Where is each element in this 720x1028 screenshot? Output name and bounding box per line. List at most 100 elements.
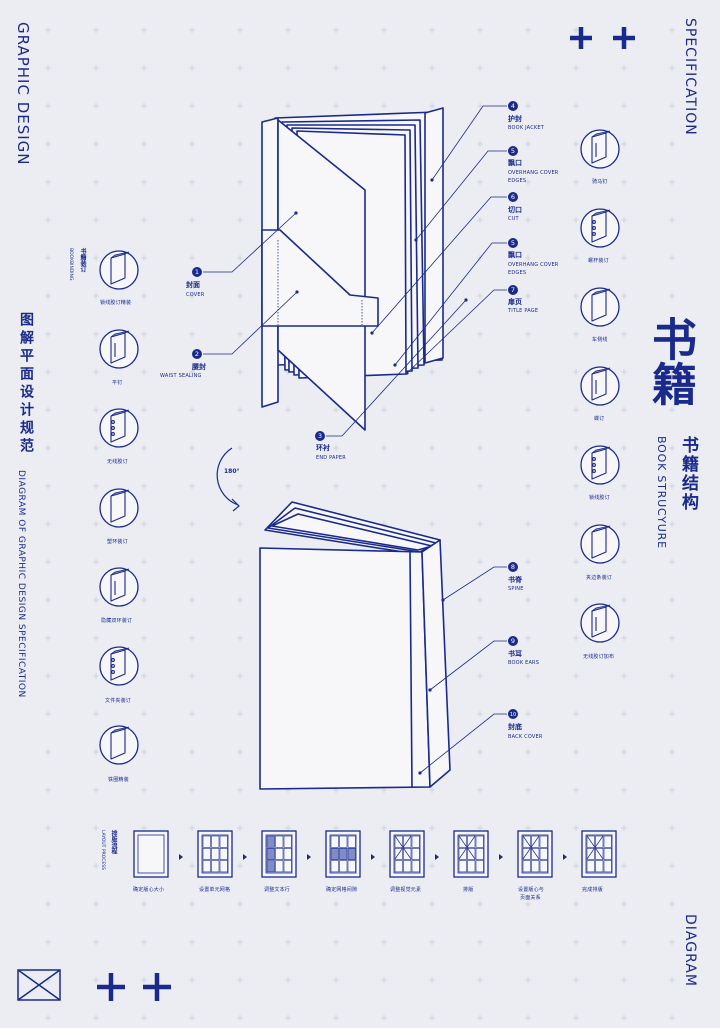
grid-cross [285, 483, 291, 489]
grid-cross [93, 27, 99, 33]
grid-cross [477, 1015, 483, 1021]
grid-cross [525, 179, 531, 185]
grid-cross [477, 483, 483, 489]
part-9-en: BOOK EARS [508, 660, 540, 666]
grid-cross [93, 483, 99, 489]
grid-cross [237, 141, 243, 147]
grid-cross [525, 141, 531, 147]
grid-cross [381, 483, 387, 489]
part-8-cn: 书脊 [508, 576, 522, 584]
grid-cross [285, 1015, 291, 1021]
grid-cross [573, 673, 579, 679]
grid-cross [669, 825, 675, 831]
grid-cross [429, 103, 435, 109]
grid-cross [45, 407, 51, 413]
grid-cross [525, 331, 531, 337]
right-sidebar-bottom: DIAGRAM [682, 914, 698, 987]
grid-cross [621, 407, 627, 413]
leader-end-dot [370, 331, 374, 335]
process-arrow-icon [435, 854, 439, 860]
binding-right-label-6: 夹边条装订 [586, 575, 613, 581]
grid-cross [669, 445, 675, 451]
grid-cross [93, 141, 99, 147]
grid-cross [93, 635, 99, 641]
binding-left-label-1: 锁线胶订精装 [100, 300, 132, 306]
grid-cross [573, 255, 579, 261]
grid-cross [573, 597, 579, 603]
process-arrow-icon [179, 854, 183, 860]
grid-cross [621, 1015, 627, 1021]
grid-cross [237, 749, 243, 755]
grid-cross [93, 331, 99, 337]
binding-method-icon [580, 129, 620, 169]
grid-cross [45, 901, 51, 907]
grid-cross [477, 673, 483, 679]
grid-cross [93, 711, 99, 717]
grid-cross [333, 977, 339, 983]
grid-cross [429, 407, 435, 413]
leader-lines [203, 105, 507, 775]
grid-cross [237, 179, 243, 185]
grid-cross [141, 255, 147, 261]
grid-cross [189, 103, 195, 109]
grid-cross [621, 673, 627, 679]
binding-left-label-3: 无线胶订 [107, 459, 128, 465]
grid-cross [573, 103, 579, 109]
grid-cross [45, 559, 51, 565]
grid-cross [285, 65, 291, 71]
grid-cross [621, 977, 627, 983]
grid-cross [237, 255, 243, 261]
grid-cross [93, 977, 99, 983]
binding-method-icon [580, 524, 620, 564]
grid-cross [477, 27, 483, 33]
part-number-badge: 10 [508, 709, 518, 719]
grid-cross [93, 559, 99, 565]
grid-cross [237, 65, 243, 71]
grid-cross [237, 825, 243, 831]
process-step-8: 完成排版 [582, 887, 603, 893]
grid-cross [45, 217, 51, 223]
layout-process-header-cn: 排版流程 [110, 830, 117, 854]
process-arrow-icon [499, 854, 503, 860]
grid-cross [525, 749, 531, 755]
grid-cross [93, 749, 99, 755]
part-number-badge: 1 [192, 267, 202, 277]
grid-cross [45, 863, 51, 869]
grid-cross [477, 445, 483, 451]
grid-cross [621, 179, 627, 185]
grid-cross [477, 597, 483, 603]
grid-cross [429, 369, 435, 375]
grid-cross [621, 635, 627, 641]
grid-cross [189, 749, 195, 755]
grid-cross [189, 141, 195, 147]
grid-cross [669, 27, 675, 33]
grid-cross [669, 293, 675, 299]
grid-cross [45, 103, 51, 109]
grid-cross [669, 749, 675, 755]
layout-step-thumbnail [325, 830, 361, 878]
grid-cross [189, 825, 195, 831]
closed-book-illustration [259, 501, 451, 790]
grid-cross [93, 407, 99, 413]
grid-cross [141, 939, 147, 945]
binding-left-label-4: 塑环装订 [107, 539, 128, 545]
process-step-7b: 页面关系 [520, 895, 541, 901]
grid-cross [189, 27, 195, 33]
grid-cross [333, 65, 339, 71]
binding-icons [99, 129, 620, 765]
grid-cross [573, 483, 579, 489]
grid-cross [45, 141, 51, 147]
grid-cross [237, 217, 243, 223]
part-number-badge: 2 [192, 349, 202, 359]
grid-cross [621, 597, 627, 603]
grid-cross [621, 825, 627, 831]
grid-cross [381, 1015, 387, 1021]
part-number-badge: 7 [508, 285, 518, 295]
part-3-en: END PAPER [316, 455, 346, 461]
leader-end-dot [441, 598, 445, 602]
grid-cross [45, 255, 51, 261]
grid-cross [621, 369, 627, 375]
grid-cross [189, 369, 195, 375]
part-2-en: WAIST SEALING [160, 373, 202, 379]
